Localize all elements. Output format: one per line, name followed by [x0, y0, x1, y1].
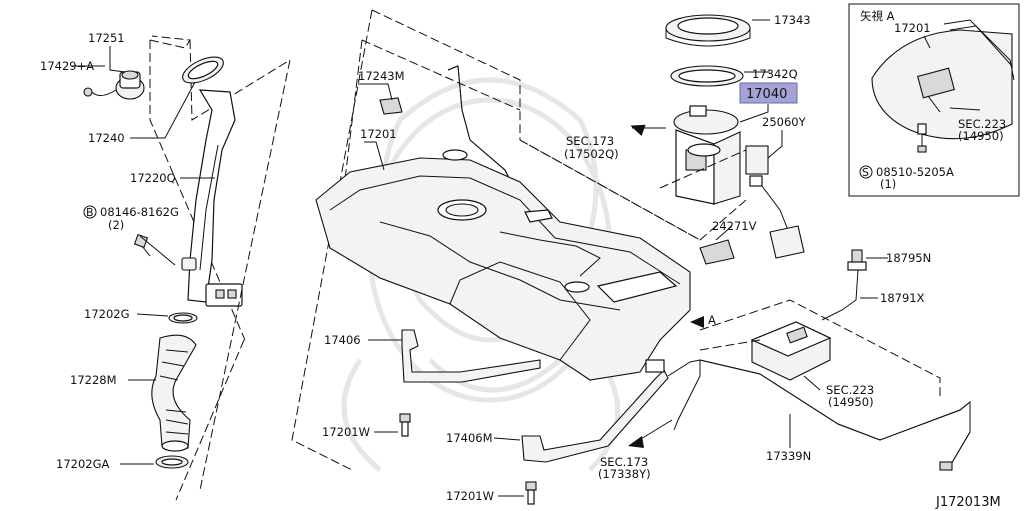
label-sec173b: SEC.173	[600, 455, 648, 469]
tank-strap-upper	[401, 329, 541, 383]
inset-leader-17201	[923, 35, 931, 49]
label-17228m: 17228M	[70, 373, 117, 387]
label-18795n: 18795N	[886, 251, 931, 265]
fuel-filler-cap	[83, 70, 145, 100]
label-17201w-a: 17201W	[322, 425, 370, 439]
pump-gasket	[670, 65, 744, 87]
label-08146-qty: (2)	[108, 218, 124, 232]
tank-bolt-lower	[525, 481, 537, 505]
label-sec173a-sub: (17502Q)	[564, 147, 619, 161]
label-08146: 08146-8162G	[100, 205, 179, 219]
leader-17040	[739, 104, 769, 123]
label-17040: 17040	[746, 87, 787, 102]
inset-tank-detail	[871, 19, 1015, 153]
label-sec173a: SEC.173	[566, 134, 614, 148]
inset-label-17201: 17201	[894, 21, 931, 35]
label-17339n: 17339N	[766, 449, 811, 463]
vapor-tube-b	[699, 359, 971, 467]
highlight-17040	[739, 82, 798, 104]
label-24271v: 24271V	[712, 219, 757, 233]
vent-hose	[821, 269, 859, 321]
label-sec223a: SEC.223	[826, 383, 874, 397]
label-17201: 17201	[360, 127, 397, 141]
label-17240: 17240	[88, 131, 125, 145]
label-17342q: 17342Q	[752, 67, 798, 81]
label-17406m: 17406M	[446, 431, 493, 445]
pressure-sensor	[847, 249, 867, 271]
canister-dashed-boundary	[699, 299, 941, 400]
label-17202ga: 17202GA	[56, 457, 109, 471]
leader-08146	[139, 235, 176, 266]
tank-bolt-upper	[399, 413, 411, 437]
harness-protector	[699, 239, 735, 265]
vapor-tube-a	[667, 359, 701, 431]
fuel-tank	[315, 149, 691, 381]
label-sec173b-sub: (17338Y)	[598, 467, 651, 481]
circle-b-mark: B	[86, 206, 94, 219]
label-25060y: 25060Y	[762, 115, 807, 129]
label-17201w-b: 17201W	[446, 489, 494, 503]
leader-25060y	[767, 130, 783, 159]
label-17243m: 17243M	[358, 69, 405, 83]
filler-pipe	[181, 89, 243, 307]
leader-17201	[364, 141, 385, 171]
tank-strap-lower	[521, 359, 669, 463]
label-arrow-a: A	[708, 313, 716, 327]
label-17251: 17251	[88, 31, 125, 45]
hose-clamp-upper	[168, 312, 198, 324]
circle-s-text: S	[862, 166, 869, 179]
label-17406: 17406	[324, 333, 361, 347]
inset-label-08510: 08510-5205A	[876, 165, 954, 179]
inset-label-08510-qty: (1)	[880, 177, 896, 191]
inset-leader-sec223	[949, 107, 981, 111]
label-17429a: 17429+A	[40, 59, 94, 73]
view-arrow-a	[690, 316, 704, 328]
label-17220q: 17220Q	[130, 171, 176, 185]
inset-label-sec223: SEC.223	[958, 117, 1006, 131]
label-17202g: 17202G	[84, 307, 130, 321]
leader-17243m	[358, 83, 393, 101]
label-17343: 17343	[774, 13, 811, 27]
diagram-id: J172013M	[935, 495, 1001, 510]
inset-title: 矢視 A	[860, 9, 895, 23]
leader-24271v	[715, 225, 733, 241]
circle-s-mark	[859, 165, 873, 179]
evap-canister	[750, 321, 832, 381]
vent-tube	[379, 65, 521, 201]
vapor-tube-b-inner	[699, 359, 971, 467]
hose-clamp-lower	[155, 455, 189, 469]
leader-17202g	[136, 313, 169, 317]
tube-connector	[939, 461, 953, 471]
bolt-08146: B	[83, 205, 151, 257]
arrow-sec173a	[630, 124, 646, 137]
lock-ring	[665, 14, 751, 47]
label-18791x: 18791X	[880, 291, 925, 305]
inset-label-sec223-sub: (14950)	[958, 129, 1004, 143]
fuel-level-sender	[745, 145, 805, 259]
leader-17406m	[493, 437, 521, 441]
tank-dashed-boundary	[291, 9, 701, 471]
pump-dashed-boundary	[519, 139, 747, 241]
arrow-sec173b	[628, 436, 644, 448]
leader-sec223a	[803, 375, 821, 391]
leader-17251	[109, 46, 126, 73]
filler-to-tank-dashed	[175, 59, 291, 501]
filler-neck-ring	[182, 56, 224, 84]
fuel-pump-module	[673, 105, 741, 205]
filler-hose	[151, 334, 197, 452]
label-sec223a-sub: (14950)	[828, 395, 874, 409]
leader-17240	[130, 81, 196, 139]
